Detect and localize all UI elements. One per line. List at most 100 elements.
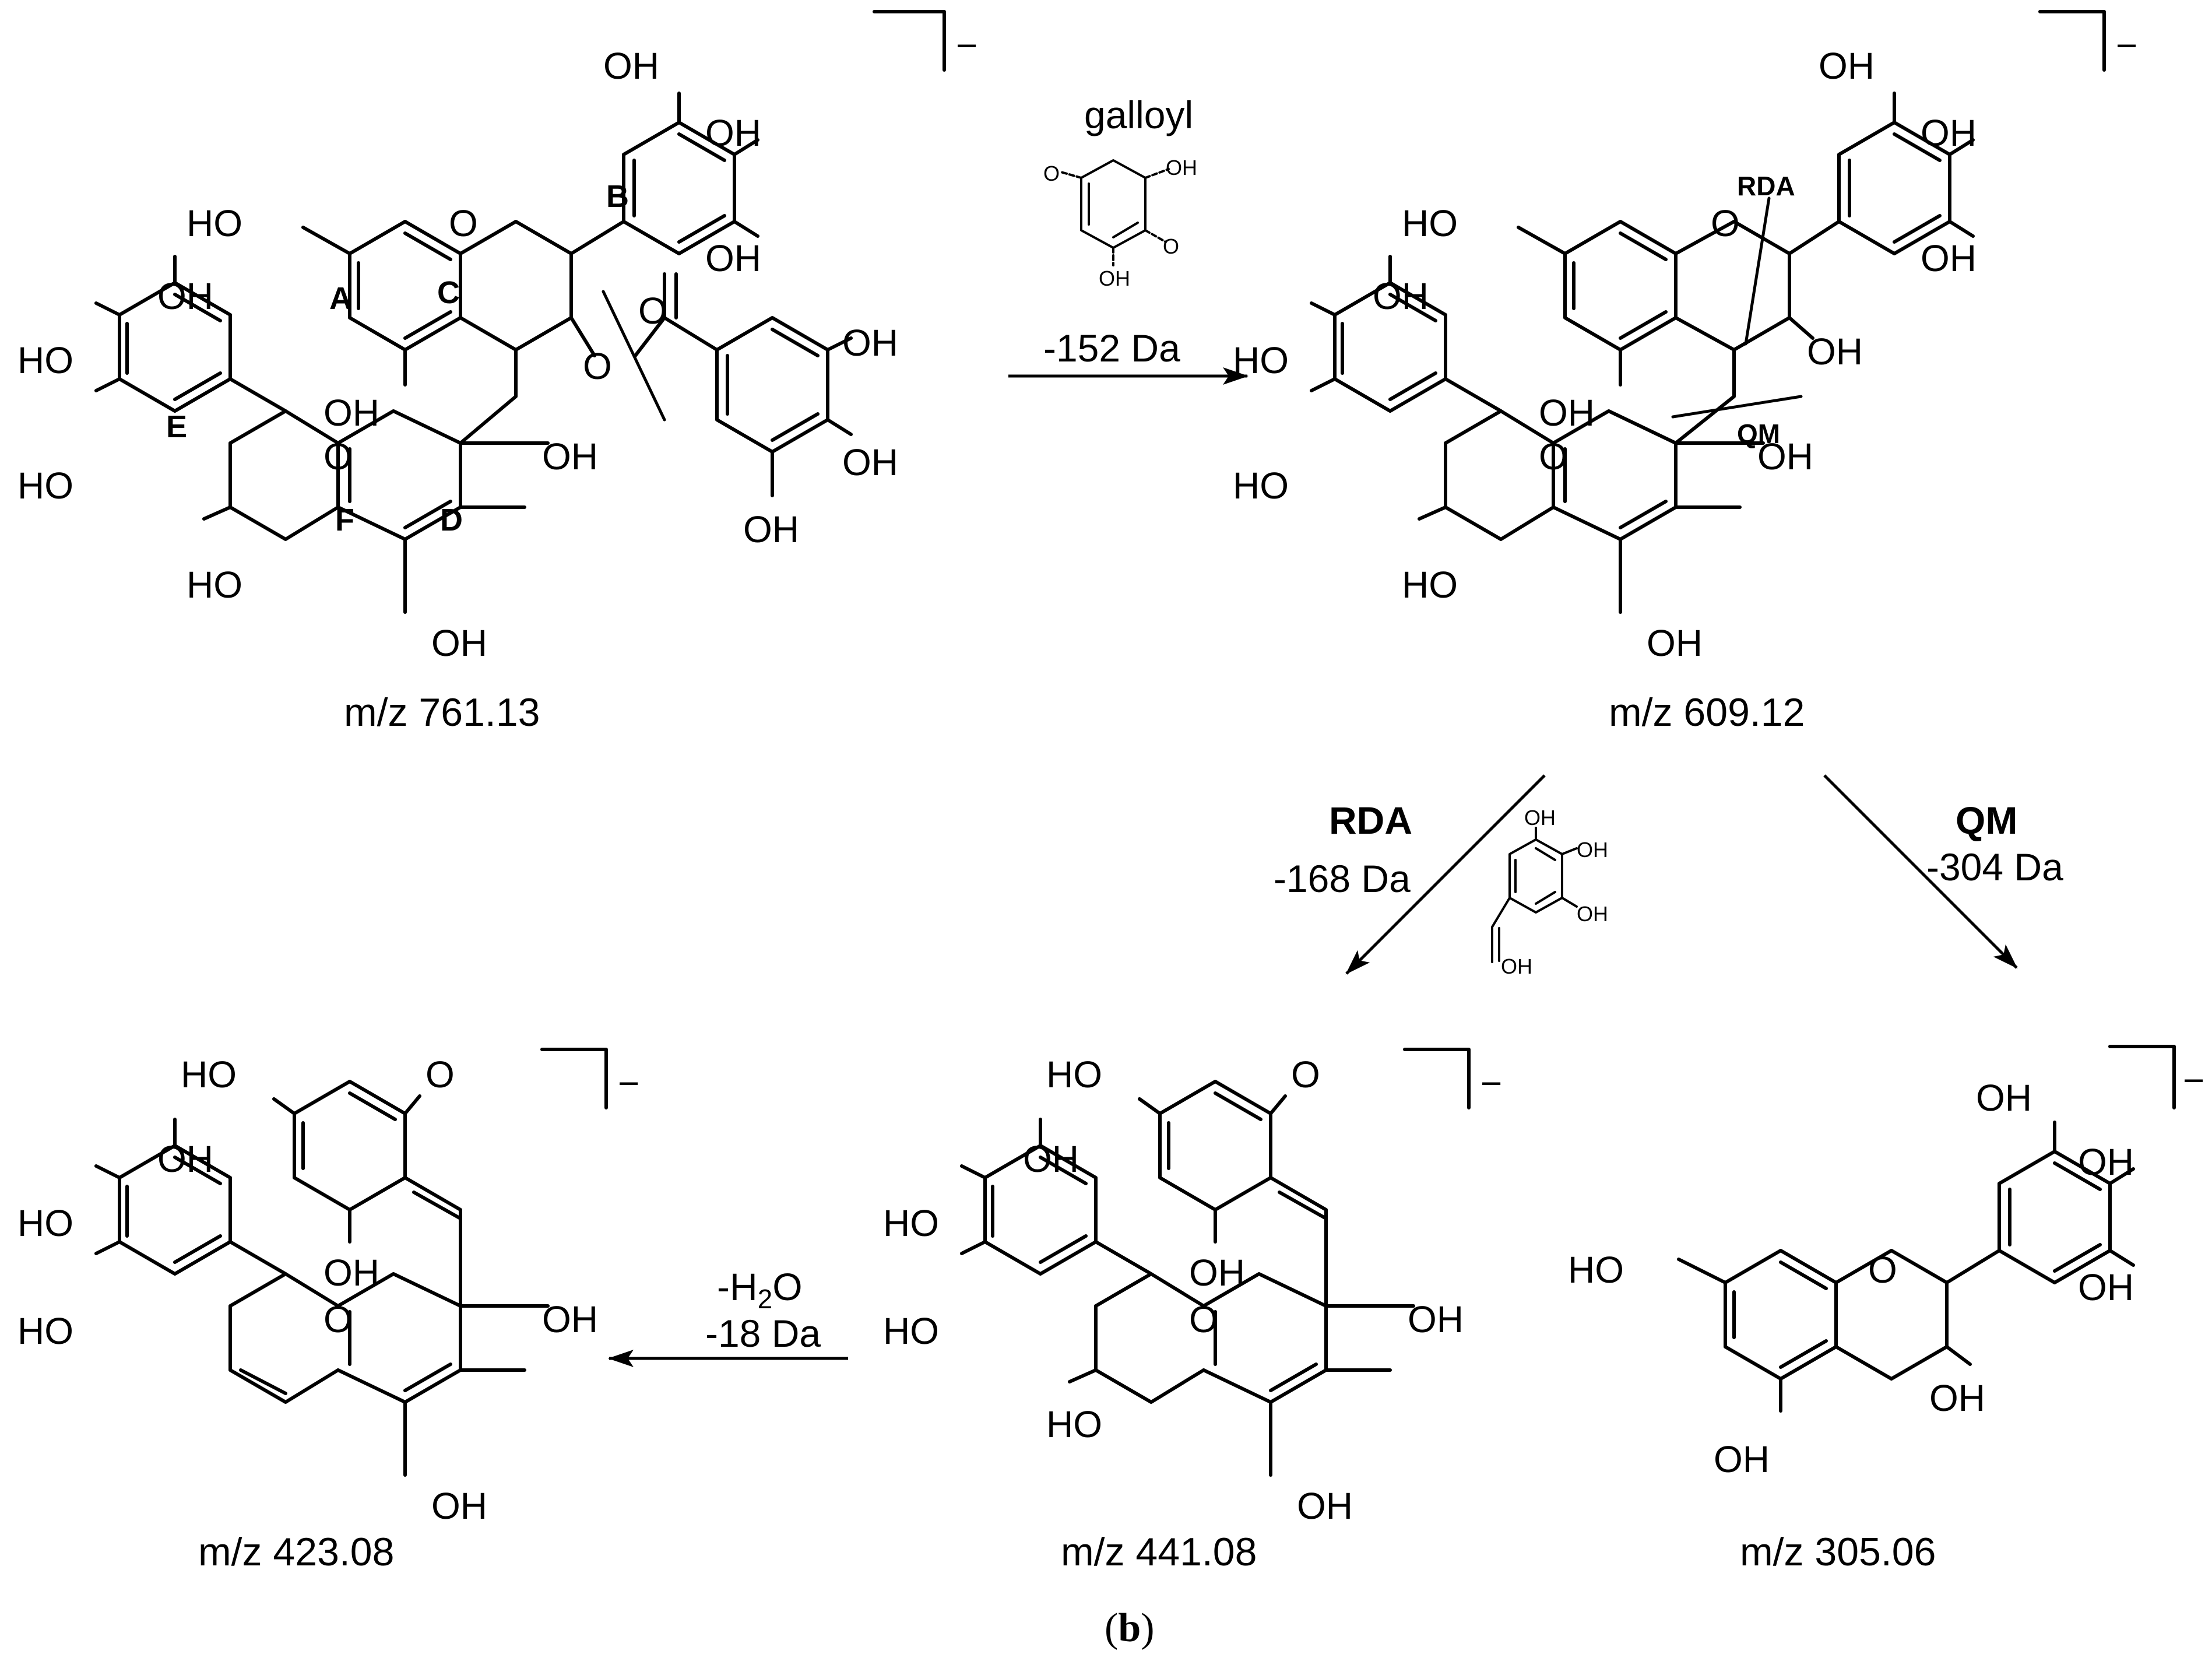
qm-product-o-c: O (1868, 1249, 1897, 1291)
parent-o-f: O (323, 436, 353, 477)
parent-o-c: O (449, 202, 478, 244)
parent-oh-b4: OH (705, 112, 761, 154)
dehydrated-oh-e1: OH (157, 1138, 213, 1180)
qm-product-oh-c3: OH (1929, 1377, 1985, 1419)
qm-cut-label: QM (1737, 419, 1780, 449)
rda-frag-oh2: OH (1577, 838, 1608, 862)
parent-oh-g1: OH (842, 322, 898, 364)
rda-product-ho-a: HO (1046, 1054, 1102, 1095)
degalloyl-oh-c3: OH (1807, 331, 1863, 373)
mz-qm-product: m/z 305.06 (1740, 1530, 1936, 1574)
parent-oh-g3: OH (743, 508, 799, 550)
rda-product-oh-d7: OH (1408, 1298, 1464, 1340)
parent-o-carbonyl: O (638, 290, 667, 332)
qm-loss-da: -304 Da (1926, 845, 2063, 889)
charge-parent: − (956, 24, 977, 66)
rda-product-o-f: O (1189, 1298, 1218, 1340)
rda-loss-da: -168 Da (1274, 857, 1411, 900)
parent-ho-e2: HO (17, 339, 73, 381)
galloyl-frag-oh1: OH (1166, 156, 1197, 180)
dehydrated-oh-d7: OH (542, 1298, 598, 1340)
rda-frag-oh4: OH (1501, 954, 1532, 978)
structure-qm-product (1677, 1121, 2135, 1413)
degalloyl-ho-e3: HO (1233, 465, 1289, 507)
ring-label-b: B (606, 179, 629, 214)
arrow-rda (1345, 774, 1546, 975)
structure-degalloyl (1310, 92, 1975, 614)
degalloyl-ho-a7: HO (1402, 202, 1458, 244)
dehydrated-ho-e3: HO (17, 1310, 73, 1352)
charge-bracket-qm-product (2108, 1045, 2176, 1109)
mz-rda-product: m/z 441.08 (1061, 1530, 1257, 1574)
rda-frag-oh3: OH (1577, 902, 1608, 926)
degalloyl-o-f: O (1539, 436, 1568, 477)
dehydrated-o-f: O (323, 1298, 353, 1340)
qm-product-oh-b3: OH (1976, 1077, 2032, 1119)
ring-label-a: A (329, 281, 352, 316)
degalloyl-oh-b3: OH (1819, 45, 1875, 87)
rda-frag-oh1: OH (1524, 806, 1556, 830)
dehydrated-oh-d5: OH (431, 1485, 487, 1527)
arrow-qm (1823, 774, 2018, 969)
galloyl-label: galloyl (1084, 93, 1193, 136)
degalloyl-ho-f3: HO (1402, 564, 1458, 606)
degalloyl-oh-d7: OH (1757, 436, 1813, 477)
charge-bracket-rda-product (1403, 1048, 1471, 1109)
charge-dehydrated: − (618, 1062, 639, 1104)
parent-ho-f3: HO (187, 564, 242, 606)
dehydrated-oh-a5: OH (323, 1252, 379, 1294)
galloyl-frag-o1: O (1043, 161, 1060, 185)
degalloyl-oh-b5: OH (1921, 237, 1977, 279)
galloyl-frag-o2: O (1163, 234, 1179, 258)
dehydration-loss-da: -18 Da (705, 1312, 821, 1355)
charge-bracket-parent (873, 10, 946, 72)
mz-parent: m/z 761.13 (344, 690, 540, 735)
rda-fragment-structure (1491, 827, 1578, 963)
qm-label: QM (1956, 799, 2017, 842)
charge-bracket-degalloyl (2038, 10, 2106, 72)
structure-parent (94, 92, 853, 614)
dehydrated-o-quinone: O (425, 1054, 455, 1095)
structure-dehydrated (94, 1080, 550, 1477)
rda-product-o-quinone: O (1291, 1054, 1320, 1095)
parent-o-ester: O (583, 345, 612, 387)
ring-label-e: E (166, 409, 187, 444)
ring-label-c: C (437, 275, 460, 310)
structure-rda-product (960, 1080, 1415, 1477)
qm-product-oh-b4: OH (2078, 1141, 2134, 1183)
degalloyl-oh-d5: OH (1647, 622, 1703, 664)
parent-oh-d7: OH (542, 436, 598, 477)
degalloyl-ho-e2: HO (1233, 339, 1289, 381)
galloyl-fragment-structure (1060, 159, 1170, 266)
rda-cut-label: RDA (1737, 171, 1795, 201)
dehydrated-ho-e2: HO (17, 1202, 73, 1244)
dehydrated-ho-a: HO (181, 1054, 237, 1095)
rda-label: RDA (1329, 799, 1412, 842)
rda-product-ho-e2: HO (883, 1202, 939, 1244)
charge-qm-product: − (2183, 1059, 2204, 1101)
parent-ho-e3: HO (17, 465, 73, 507)
qm-product-ho-a7: HO (1568, 1249, 1624, 1291)
parent-oh-e1: OH (157, 275, 213, 317)
mz-dehydrated: m/z 423.08 (198, 1530, 394, 1574)
galloyl-frag-oh2: OH (1099, 266, 1130, 290)
parent-oh-b3: OH (603, 45, 659, 87)
charge-rda-product: − (1480, 1062, 1502, 1104)
charge-bracket-dehydrated (540, 1048, 608, 1109)
qm-product-oh-b5: OH (2078, 1266, 2134, 1308)
charge-degalloyl: − (2116, 24, 2137, 66)
degalloyl-oh-e1: OH (1373, 275, 1429, 317)
parent-oh-a5: OH (323, 392, 379, 434)
ring-label-d: D (440, 503, 463, 538)
rda-product-oh-d5: OH (1297, 1485, 1353, 1527)
ring-label-f: F (335, 503, 354, 538)
rda-product-ho-f3: HO (1046, 1403, 1102, 1445)
parent-ho-a7: HO (187, 202, 242, 244)
degalloyl-oh-b4: OH (1921, 112, 1977, 154)
parent-oh-d5: OH (431, 622, 487, 664)
rda-product-oh-a5: OH (1189, 1252, 1245, 1294)
parent-oh-b5: OH (705, 237, 761, 279)
parent-oh-g2: OH (842, 441, 898, 483)
dehydration-label: -H2O (717, 1265, 803, 1314)
